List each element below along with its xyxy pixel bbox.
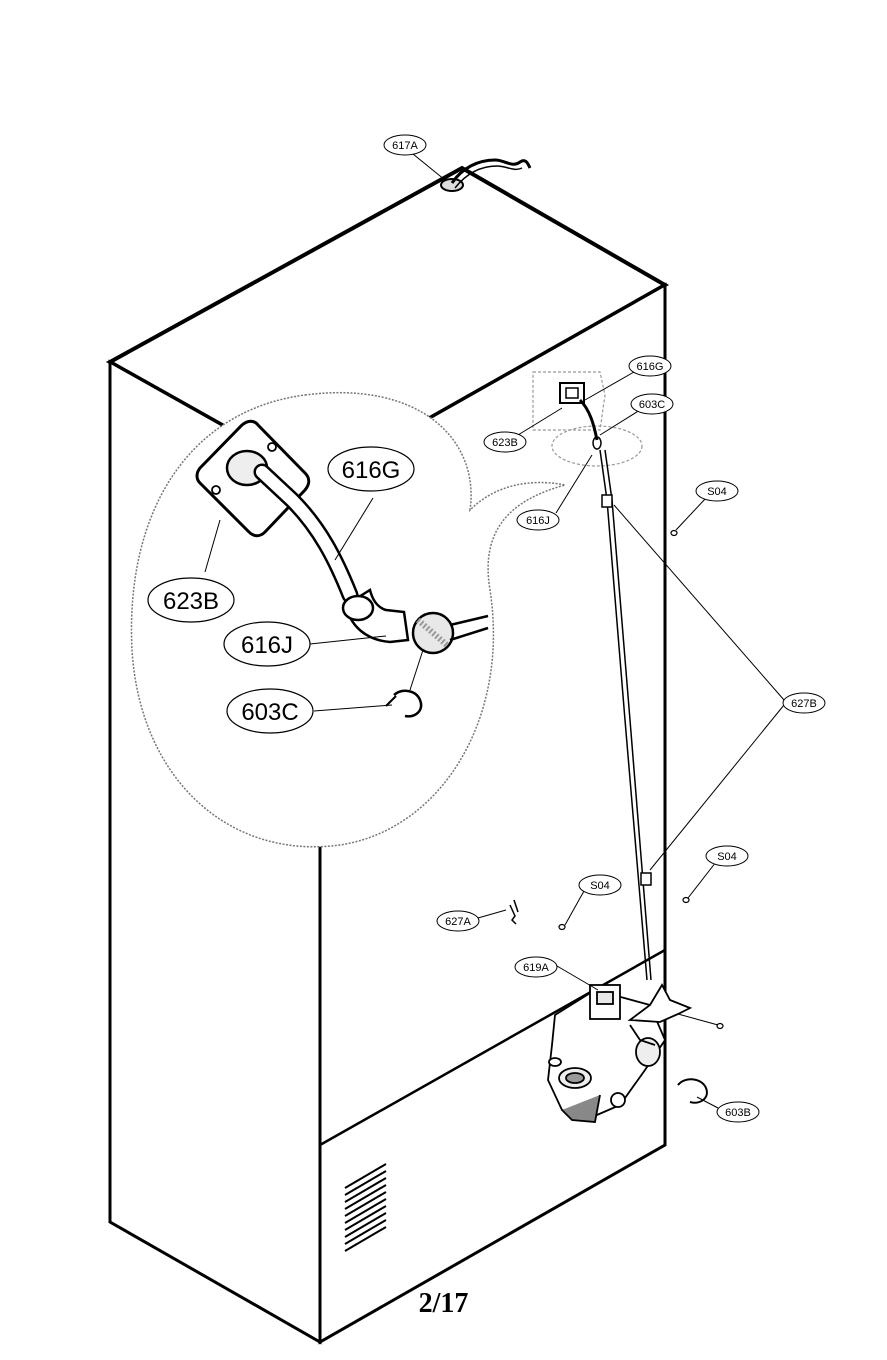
part-label-616G-small: 616G	[628, 355, 672, 377]
machine-compartment-edge	[319, 948, 666, 1147]
part-label-623B-small: 623B	[483, 431, 527, 453]
part-label-S04-left: S04	[578, 874, 622, 896]
svg-text:627A: 627A	[445, 916, 471, 928]
svg-text:603C: 603C	[639, 399, 665, 411]
page-number: 2/17	[418, 1288, 469, 1319]
svg-text:S04: S04	[707, 486, 727, 498]
part-label-617A: 617A	[383, 134, 427, 156]
svg-text:623B: 623B	[163, 588, 219, 615]
part-label-627A: 627A	[436, 910, 480, 932]
part-label-603C-small: 603C	[630, 393, 674, 415]
svg-text:616J: 616J	[526, 515, 550, 527]
zoomed-water-fitting	[195, 419, 489, 718]
svg-text:S04: S04	[717, 851, 737, 863]
svg-text:603B: 603B	[725, 1107, 751, 1119]
part-label-616G-big: 616G	[327, 446, 415, 492]
clip-603B	[677, 1078, 708, 1104]
top-grommet-and-cord	[440, 158, 532, 192]
leader-lines	[204, 153, 785, 1109]
vent-grille	[344, 1163, 387, 1252]
svg-text:603C: 603C	[241, 699, 298, 726]
clip-603C-zoom	[393, 689, 423, 718]
svg-text:616G: 616G	[637, 361, 664, 373]
part-label-603C-big: 603C	[226, 688, 314, 734]
screws	[558, 529, 724, 1030]
svg-text:616J: 616J	[241, 632, 293, 659]
part-label-603B: 603B	[716, 1101, 760, 1123]
water-valve-619A	[547, 983, 693, 1123]
water-tube	[599, 449, 652, 981]
inlet-bracket-area	[532, 371, 643, 467]
part-label-616J-small: 616J	[516, 509, 560, 531]
part-label-S04-top: S04	[695, 480, 739, 502]
svg-text:617A: 617A	[392, 140, 418, 152]
clamp-627A	[509, 899, 519, 925]
part-label-627B: 627B	[782, 692, 826, 714]
part-label-619A: 619A	[514, 956, 558, 978]
svg-text:619A: 619A	[523, 962, 549, 974]
part-label-S04-mid: S04	[705, 845, 749, 867]
svg-text:627B: 627B	[791, 698, 817, 710]
svg-text:623B: 623B	[492, 437, 518, 449]
svg-text:S04: S04	[590, 880, 610, 892]
svg-text:616G: 616G	[342, 457, 401, 484]
part-label-616J-big: 616J	[223, 621, 311, 667]
part-label-623B-big: 623B	[147, 577, 235, 623]
